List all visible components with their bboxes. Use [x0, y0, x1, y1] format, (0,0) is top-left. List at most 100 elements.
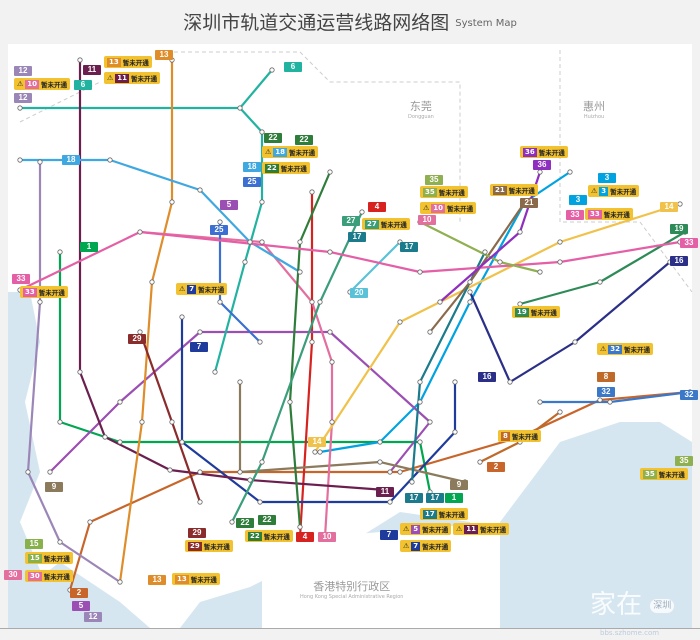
line-badge-17[interactable]: 17 [426, 493, 444, 503]
station-marker[interactable] [257, 339, 263, 345]
station-marker[interactable] [557, 239, 563, 245]
line-badge-4[interactable]: 4 [368, 202, 386, 212]
line-badge-9[interactable]: 9 [450, 480, 468, 490]
line-badge-7[interactable]: 7 [380, 530, 398, 540]
station-marker[interactable] [537, 399, 543, 405]
station-marker[interactable] [417, 269, 423, 275]
station-marker[interactable] [309, 299, 315, 305]
station-marker[interactable] [417, 399, 423, 405]
station-marker[interactable] [467, 299, 473, 305]
station-marker[interactable] [197, 469, 203, 475]
station-marker[interactable] [25, 469, 31, 475]
line-badge-17[interactable]: 17 [400, 242, 418, 252]
station-marker[interactable] [397, 319, 403, 325]
line-badge-22[interactable]: 22 [258, 515, 276, 525]
line-badge-35[interactable]: 35 [675, 456, 693, 466]
line-badge-35[interactable]: 35 [425, 175, 443, 185]
station-marker[interactable] [117, 579, 123, 585]
station-marker[interactable] [57, 419, 63, 425]
line-badge-2[interactable]: 2 [487, 462, 505, 472]
station-marker[interactable] [597, 279, 603, 285]
line-badge-5[interactable]: 5 [72, 601, 90, 611]
line-badge-11[interactable]: 11 [376, 487, 394, 497]
station-marker[interactable] [102, 434, 108, 440]
line-badge-22[interactable]: 22 [295, 135, 313, 145]
station-marker[interactable] [217, 299, 223, 305]
station-marker[interactable] [557, 409, 563, 415]
metro-line-22[interactable] [288, 171, 332, 528]
station-marker[interactable] [117, 439, 123, 445]
line-badge-14[interactable]: 14 [308, 437, 326, 447]
station-marker[interactable] [167, 467, 173, 473]
station-marker[interactable] [377, 439, 383, 445]
line-badge-36[interactable]: 36 [533, 160, 551, 170]
station-marker[interactable] [169, 419, 175, 425]
metro-line-7[interactable] [180, 317, 457, 504]
line-badge-10[interactable]: 10 [418, 215, 436, 225]
line-badge-30[interactable]: 30 [4, 570, 22, 580]
station-marker[interactable] [57, 539, 63, 545]
line-badge-3[interactable]: 3 [598, 173, 616, 183]
metro-map[interactable] [0, 42, 700, 639]
station-marker[interactable] [237, 105, 243, 111]
metro-line-16[interactable] [468, 261, 671, 384]
line-badge-29[interactable]: 29 [188, 528, 206, 538]
station-marker[interactable] [572, 339, 578, 345]
metro-line-9[interactable] [238, 382, 466, 484]
station-marker[interactable] [287, 399, 293, 405]
metro-line-27[interactable] [231, 211, 363, 523]
station-marker[interactable] [437, 299, 443, 305]
station-marker[interactable] [259, 459, 265, 465]
station-marker[interactable] [417, 379, 423, 385]
station-marker[interactable] [179, 314, 185, 320]
line-badge-32[interactable]: 32 [597, 387, 615, 397]
metro-line-14[interactable] [314, 202, 681, 453]
station-marker[interactable] [409, 479, 415, 485]
line-badge-25[interactable]: 25 [243, 177, 261, 187]
station-marker[interactable] [242, 259, 248, 265]
line-badge-1[interactable]: 1 [80, 242, 98, 252]
station-marker[interactable] [377, 459, 383, 465]
station-marker[interactable] [417, 439, 423, 445]
station-marker[interactable] [139, 419, 145, 425]
station-marker[interactable] [179, 439, 185, 445]
line-badge-11[interactable]: 11 [83, 65, 101, 75]
line-badge-8[interactable]: 8 [597, 372, 615, 382]
station-marker[interactable] [57, 249, 63, 255]
station-marker[interactable] [329, 419, 335, 425]
station-marker[interactable] [259, 199, 265, 205]
line-badge-5[interactable]: 5 [220, 200, 238, 210]
station-marker[interactable] [597, 397, 603, 403]
station-marker[interactable] [467, 279, 473, 285]
station-marker[interactable] [397, 469, 403, 475]
metro-line-6[interactable] [239, 69, 273, 109]
station-marker[interactable] [327, 329, 333, 335]
line-badge-13[interactable]: 13 [155, 50, 173, 60]
line-badge-33[interactable]: 33 [566, 210, 584, 220]
station-marker[interactable] [37, 159, 43, 165]
metro-line-33[interactable] [19, 230, 681, 291]
station-marker[interactable] [237, 379, 243, 385]
station-marker[interactable] [329, 359, 335, 365]
station-marker[interactable] [537, 169, 543, 175]
line-badge-19[interactable]: 19 [670, 224, 688, 234]
station-marker[interactable] [317, 449, 323, 455]
line-badge-16[interactable]: 16 [670, 256, 688, 266]
line-badge-22[interactable]: 22 [236, 518, 254, 528]
station-marker[interactable] [467, 289, 473, 295]
line-badge-32[interactable]: 32 [680, 390, 698, 400]
station-marker[interactable] [197, 329, 203, 335]
station-marker[interactable] [452, 429, 458, 435]
line-badge-13[interactable]: 13 [148, 575, 166, 585]
station-marker[interactable] [567, 169, 573, 175]
station-marker[interactable] [257, 499, 263, 505]
station-marker[interactable] [247, 477, 253, 483]
line-badge-17[interactable]: 17 [348, 232, 366, 242]
station-marker[interactable] [507, 379, 513, 385]
station-marker[interactable] [212, 369, 218, 375]
line-badge-1[interactable]: 1 [445, 493, 463, 503]
line-badge-17[interactable]: 17 [405, 493, 423, 503]
station-marker[interactable] [309, 339, 315, 345]
station-marker[interactable] [77, 369, 83, 375]
station-marker[interactable] [497, 259, 503, 265]
